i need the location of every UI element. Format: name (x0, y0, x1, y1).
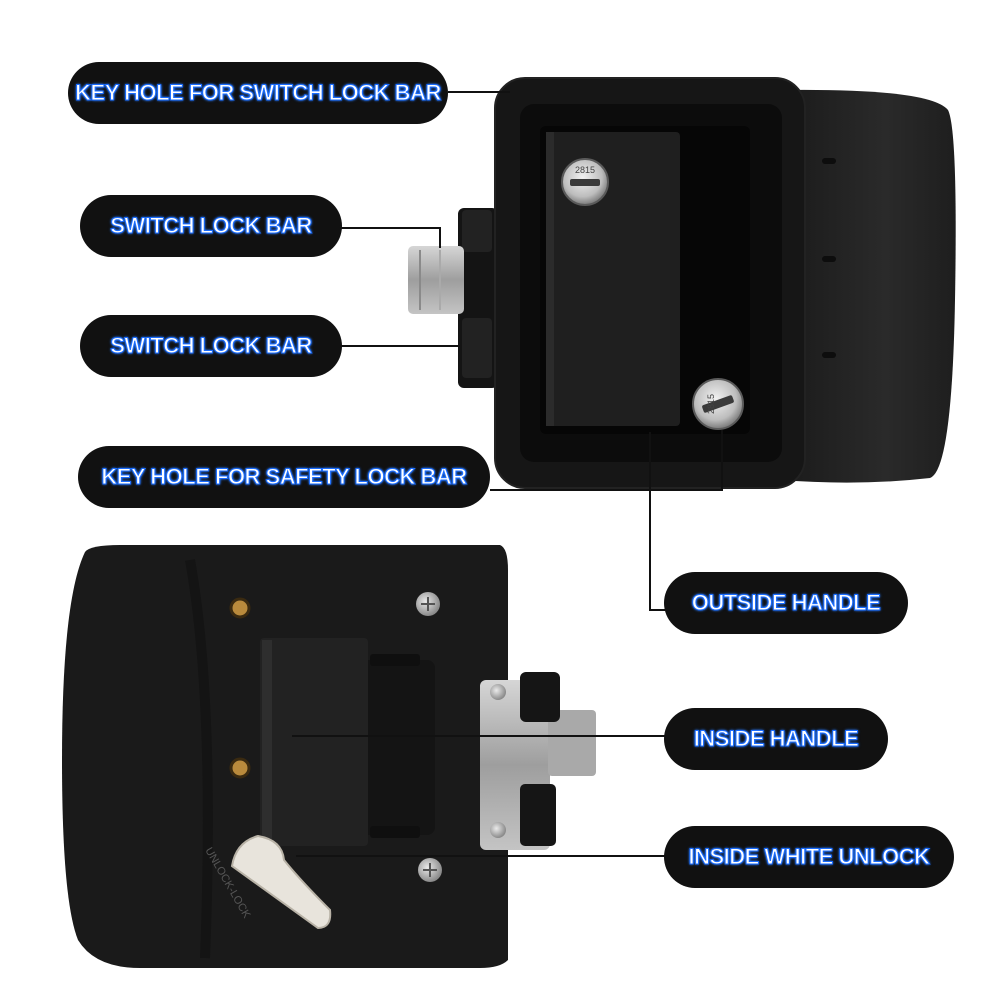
label-switch-lock-bar-1: SWITCH LOCK BAR (80, 195, 342, 257)
label-text: INSIDE WHITE UNLOCK (688, 844, 931, 870)
screw-top (416, 592, 440, 616)
screw-bottom (418, 858, 442, 882)
latch-mechanism (480, 672, 596, 850)
label-text: KEY HOLE FOR SWITCH LOCK BAR (75, 80, 442, 106)
inside-handle (260, 638, 435, 846)
top-key-cylinder: 2815 (561, 158, 609, 206)
label-text: KEY HOLE FOR SAFETY LOCK BAR (101, 464, 468, 490)
switch-lock-bar-bolt (408, 246, 464, 314)
outside-handle-paddle (546, 132, 680, 426)
white-unlock-lever (230, 834, 332, 930)
label-text: OUTSIDE HANDLE (691, 590, 881, 616)
bottom-key-code: 2815 (706, 394, 716, 414)
label-switch-lock-bar-2: SWITCH LOCK BAR (80, 315, 342, 377)
rear-latch: UNLOCK-LOCK (62, 545, 596, 968)
callout-lines (292, 91, 723, 857)
label-key-hole-safety-lock-bar: KEY HOLE FOR SAFETY LOCK BAR (78, 446, 490, 508)
front-latch: 2815 2815 (408, 77, 956, 489)
flange-slots (822, 158, 836, 358)
top-key-code: 2815 (575, 165, 595, 175)
label-inside-white-unlock: INSIDE WHITE UNLOCK (664, 826, 954, 888)
label-outside-handle: OUTSIDE HANDLE (664, 572, 908, 634)
label-text: INSIDE HANDLE (693, 726, 859, 752)
brass-insert-top (229, 597, 251, 619)
label-inside-handle: INSIDE HANDLE (664, 708, 888, 770)
label-text: SWITCH LOCK BAR (110, 213, 313, 239)
bottom-key-cylinder: 2815 (692, 378, 744, 430)
label-text: SWITCH LOCK BAR (110, 333, 313, 359)
front-latch-rear-flange (780, 89, 956, 483)
brass-insert-bottom (229, 757, 251, 779)
label-key-hole-switch-lock-bar: KEY HOLE FOR SWITCH LOCK BAR (68, 62, 448, 124)
